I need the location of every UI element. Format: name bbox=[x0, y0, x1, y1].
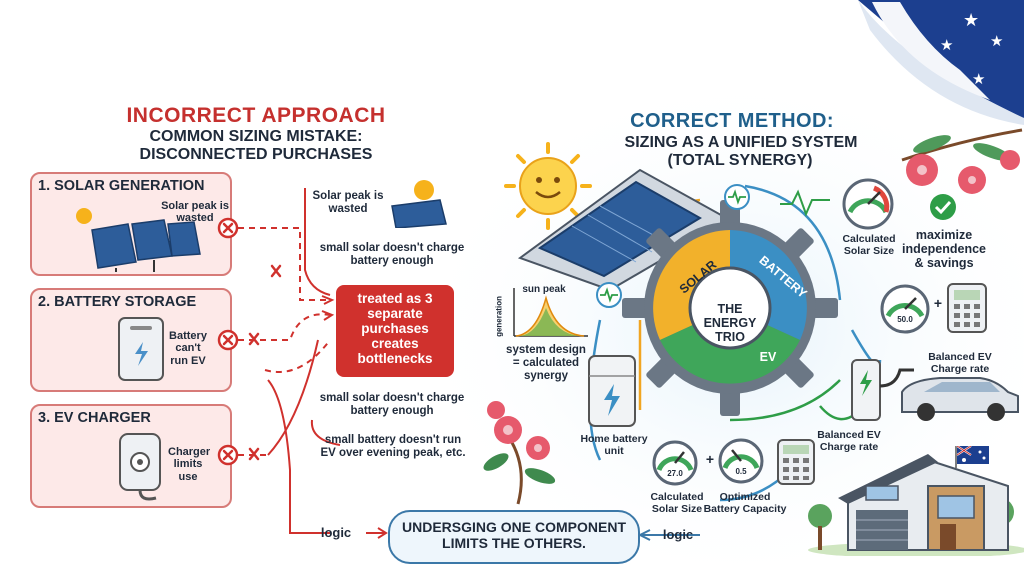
gauge-icon bbox=[652, 440, 698, 486]
gauge-icon bbox=[842, 178, 894, 230]
maximize-label: maximize independence & savings bbox=[901, 228, 987, 270]
plus-icon: + bbox=[705, 451, 715, 467]
calc-solar-size-top: Calculated Solar Size bbox=[842, 233, 896, 257]
middle-note-mid: small solar doesn't charge battery enoug… bbox=[319, 392, 465, 417]
card-battery-storage: 2. BATTERY STORAGE Battery can't run EV bbox=[30, 288, 232, 392]
gauge-value: 50.0 bbox=[897, 315, 913, 324]
flag-star-icon: ★ bbox=[972, 71, 986, 88]
gear-segment-ev: EV bbox=[759, 350, 777, 364]
pulse-icon bbox=[596, 282, 622, 308]
card-note: Battery can't run EV bbox=[169, 330, 207, 367]
check-icon bbox=[930, 194, 956, 220]
balanced-ev-bottom: Balanced EV Charge rate bbox=[817, 429, 881, 453]
conclusion-pill: UNDERSGING ONE COMPONENT LIMITS THE OTHE… bbox=[388, 510, 640, 564]
house-illustration bbox=[808, 454, 1024, 556]
middle-note-bottom: small battery doesn't run EV over evenin… bbox=[320, 434, 466, 459]
ev-charger-icon bbox=[119, 433, 161, 501]
solar-panels-icon bbox=[76, 208, 201, 272]
balanced-ev-top: Balanced EV Charge rate bbox=[928, 351, 992, 375]
conclusion-text: UNDERSGING ONE COMPONENT LIMITS THE OTHE… bbox=[401, 519, 626, 552]
card-title: 1. SOLAR GENERATION bbox=[38, 178, 205, 194]
gauge-icon bbox=[880, 284, 930, 334]
logic-label-left: logic bbox=[320, 525, 352, 540]
generation-curve-icon bbox=[513, 288, 588, 337]
incorrect-heading: INCORRECT APPROACH bbox=[126, 104, 386, 127]
logic-label-right: logic bbox=[662, 527, 694, 542]
card-ev-charger: 3. EV CHARGER Charger limits use bbox=[30, 404, 232, 508]
gear-center-label: THE ENERGY TRIO bbox=[703, 302, 757, 344]
plus-icon: + bbox=[933, 295, 943, 311]
ev-car-charger-icon bbox=[851, 359, 1019, 421]
system-design-label: system design = calculated synergy bbox=[506, 344, 586, 382]
gauge-left-value: 27.0 bbox=[667, 469, 683, 478]
pulse-icon bbox=[724, 184, 750, 210]
calculator-icon bbox=[947, 283, 987, 333]
calculator-icon bbox=[777, 439, 815, 485]
small-solar-panel-icon bbox=[391, 180, 447, 228]
card-note: Charger limits use bbox=[168, 446, 211, 483]
home-battery-icon bbox=[588, 355, 636, 427]
correct-subheading-2: (TOTAL SYNERGY) bbox=[667, 152, 813, 169]
flag-star-icon: ★ bbox=[963, 10, 980, 30]
gauge-right-value: 0.5 bbox=[735, 467, 747, 476]
australian-flag-icon bbox=[955, 446, 989, 468]
sun-peak-label: sun peak bbox=[522, 284, 566, 295]
flag-star-icon: ★ bbox=[940, 37, 954, 54]
middle-note-top: small solar doesn't charge battery enoug… bbox=[319, 242, 465, 267]
eucalyptus-branch-icon bbox=[901, 128, 1023, 194]
card-title: 3. EV CHARGER bbox=[38, 410, 151, 426]
generation-axis-label: generation bbox=[494, 296, 504, 337]
correct-subheading: SIZING AS A UNIFIED SYSTEM bbox=[624, 134, 858, 151]
incorrect-subheading: COMMON SIZING MISTAKE: DISCONNECTED PURC… bbox=[139, 128, 373, 163]
sun-roof-illustration bbox=[504, 142, 733, 290]
correct-heading: CORRECT METHOD: bbox=[630, 110, 834, 132]
middle-solar-note: Solar peak is wasted bbox=[312, 190, 384, 215]
optimized-battery-label: Optimized Battery Capacity bbox=[703, 491, 787, 515]
energy-trio-gear bbox=[622, 200, 838, 416]
battery-unit-icon bbox=[118, 317, 164, 381]
eucalyptus-flowers-icon bbox=[483, 401, 556, 505]
card-title: 2. BATTERY STORAGE bbox=[38, 294, 197, 310]
bottleneck-text: treated as 3 separate purchases creates … bbox=[357, 291, 433, 367]
card-solar-generation: 1. SOLAR GENERATION Solar peak is wasted bbox=[30, 172, 232, 276]
gauge-icon bbox=[718, 438, 764, 484]
calc-solar-size-bottom: Calculated Solar Size bbox=[650, 491, 704, 515]
bottleneck-box: treated as 3 separate purchases creates … bbox=[336, 285, 454, 377]
home-battery-label: Home battery unit bbox=[580, 433, 648, 457]
flag-star-icon: ★ bbox=[990, 33, 1004, 50]
card-note: Solar peak is wasted bbox=[161, 200, 229, 225]
